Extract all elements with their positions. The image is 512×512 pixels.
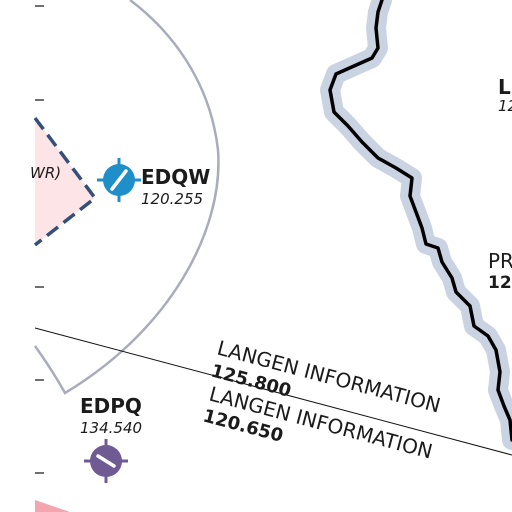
national-border-line	[328, 0, 512, 442]
edge-label-l-frequency: 12	[498, 97, 512, 115]
airfield-edqw-name: EDQW	[141, 165, 210, 189]
airspace-fragment-label: WR)	[30, 164, 61, 182]
controlled-airspace-area	[35, 118, 95, 245]
national-border	[320, 0, 512, 450]
airfield-runway-icon[interactable]	[97, 158, 141, 202]
airfield-edqw-frequency: 120.255	[141, 190, 203, 208]
airfield-runway-icon[interactable]	[84, 439, 128, 483]
fir-boundary-line	[34, 327, 512, 456]
edge-label-l: L 12	[498, 75, 512, 115]
airfield-edqw[interactable]: EDQW 120.255	[97, 158, 210, 208]
restricted-area-strip	[35, 500, 70, 512]
edge-label-pr-text: PR	[488, 249, 512, 273]
zone-outline	[33, 0, 220, 395]
airfield-edpq[interactable]: EDPQ 134.540	[80, 394, 142, 483]
airfield-edpq-frequency: 134.540	[80, 419, 142, 437]
edge-label-pr: PR 12	[488, 249, 512, 293]
airfield-edpq-name: EDPQ	[80, 394, 142, 418]
edge-label-pr-frequency: 12	[488, 273, 512, 293]
edge-label-l-text: L	[498, 75, 511, 99]
controlled-airspace-edge	[33, 116, 98, 247]
